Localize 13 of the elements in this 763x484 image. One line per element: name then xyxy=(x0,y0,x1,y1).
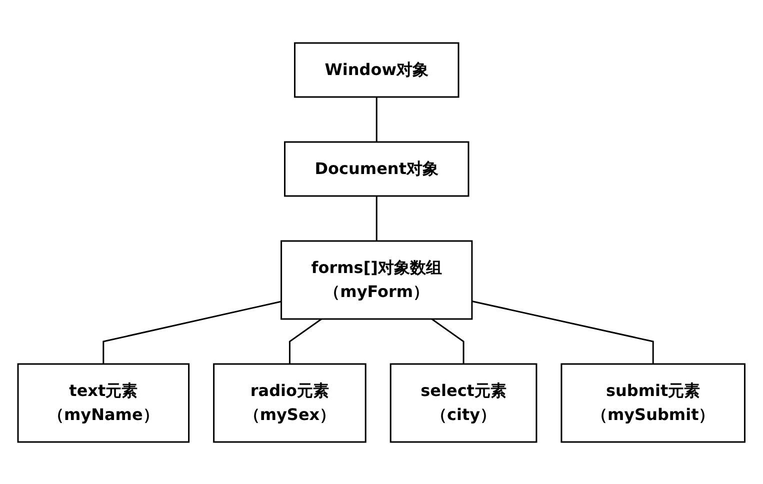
node-box: text元素 （myName） xyxy=(17,362,190,442)
node-box: forms[]对象数组 （myForm） xyxy=(280,240,473,320)
connector xyxy=(102,300,282,364)
connector xyxy=(431,318,464,364)
connector xyxy=(289,318,322,364)
node-box: submit元素 （mySubmit） xyxy=(560,362,746,442)
connector xyxy=(376,196,378,240)
node-box: select元素 （city） xyxy=(390,362,538,442)
node-box: Window对象 xyxy=(294,42,460,98)
node-box: Document对象 xyxy=(284,140,470,196)
connector xyxy=(376,96,378,142)
node-box: radio元素 （mySex） xyxy=(213,362,366,442)
connector xyxy=(472,300,654,364)
